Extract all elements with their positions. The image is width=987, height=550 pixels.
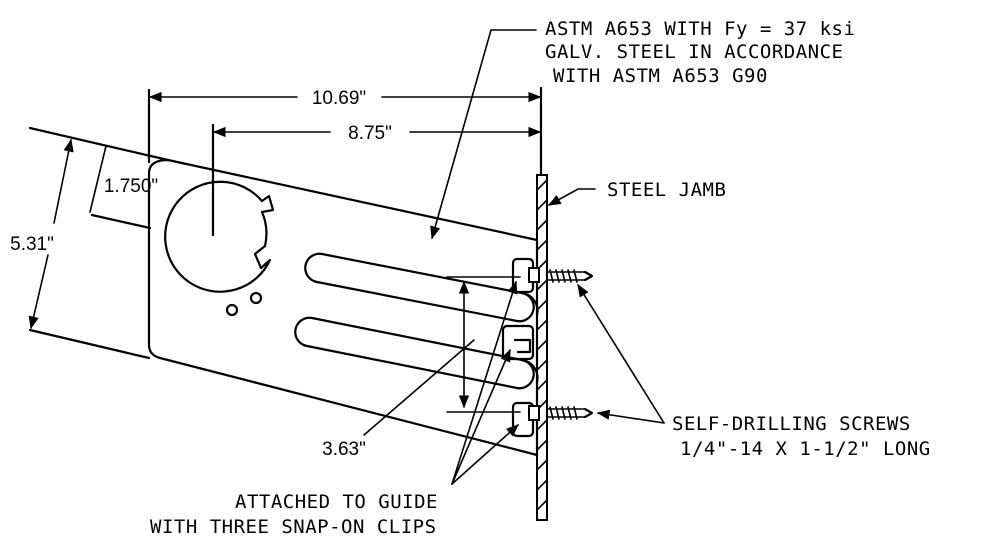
self-drilling-screws (528, 267, 594, 421)
dimension-height: 5.31" (10, 138, 74, 330)
clips-note-line1: ATTACHED TO GUIDE (235, 491, 438, 513)
clip-spacing-label: 3.63" (322, 439, 366, 460)
steel-jamb (536, 174, 548, 521)
screws-leader (577, 283, 665, 424)
screws-note-line1: SELF-DRILLING SCREWS (672, 413, 911, 435)
clips-note-line2: WITH THREE SNAP-ON CLIPS (150, 516, 437, 538)
slots (294, 252, 539, 390)
bracket-plate (28, 126, 539, 457)
material-note-line2: GALV. STEEL IN ACCORDANCE (545, 41, 843, 63)
overall-length-label: 10.69" (312, 88, 366, 109)
large-hole (164, 180, 275, 317)
jamb-leader (547, 188, 596, 206)
screws-note-line2: 1/4"-14 X 1-1/2" LONG (680, 438, 931, 460)
height-label: 5.31" (10, 234, 54, 255)
hole-offset-label: 8.75" (348, 123, 392, 144)
clips-leader (451, 280, 519, 485)
material-leader (430, 29, 537, 240)
dimension-clip-spacing: 3.63" (322, 276, 521, 460)
hole-center-label: 1.750" (104, 176, 158, 197)
snap-on-clips (501, 257, 535, 438)
dimension-hole-offset: 8.75" (211, 123, 542, 237)
material-note-line3: WITH ASTM A653 G90 (553, 65, 768, 87)
steel-jamb-label: STEEL JAMB (607, 179, 726, 201)
dimension-hole-center: 1.750" (89, 145, 158, 230)
material-note-line1: ASTM A653 WITH Fy = 37 ksi (545, 18, 855, 40)
